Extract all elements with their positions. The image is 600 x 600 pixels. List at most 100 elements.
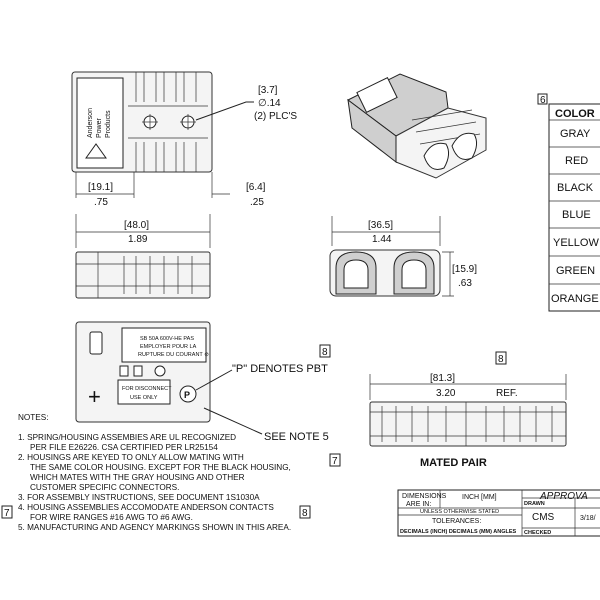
end-width-mm: [36.5]	[368, 220, 393, 231]
iso-housing-side	[347, 98, 397, 164]
color-flag-box	[537, 93, 548, 105]
brand-line-2: Power	[96, 117, 103, 138]
marking-line-1: SB 50A 600V-HE PAS	[140, 336, 194, 342]
mated-pair-title: MATED PAIR	[420, 457, 487, 469]
dimensions-label: DIMENSIONS	[402, 493, 447, 500]
note-line-3: 2. HOUSINGS ARE KEYED TO ONLY ALLOW MATI…	[18, 453, 244, 462]
tolerances-label: TOLERANCES:	[432, 518, 481, 525]
approval-label: APPROVA	[539, 491, 588, 502]
units-label: INCH [MM]	[462, 494, 497, 501]
side-view-ribs	[76, 252, 210, 298]
top-view: Anderson Power Products [3.7] ∅.14 (2) P…	[71, 71, 297, 208]
mated-length-in: 3.20	[436, 388, 456, 399]
bottom-view: SB 50A 600V-HE PAS EMPLOYER POUR LA RUPT…	[75, 321, 331, 443]
note-line-4: THE SAME COLOR HOUSING. EXCEPT FOR THE B…	[30, 463, 291, 472]
pbt-mark-circle	[179, 385, 197, 403]
plus-symbol: +	[88, 384, 101, 409]
flag-8-a: 8	[322, 347, 328, 358]
marking-panel	[121, 327, 207, 363]
unless-stated: UNLESS OTHERWISE STATED	[420, 509, 499, 515]
color-flag: 6	[540, 95, 546, 106]
mated-length-mm: [81.3]	[430, 373, 455, 384]
disconnect-line-2: USE ONLY	[130, 395, 158, 401]
drawn-date: 3/18/	[580, 515, 596, 522]
flag-7-a: 7	[332, 456, 338, 467]
title-block-grid	[398, 490, 600, 536]
length-mm: [48.0]	[124, 220, 149, 231]
length-in: 1.89	[128, 234, 148, 245]
tab-dim-line	[211, 172, 230, 198]
note-line-5: WHICH MATES WITH THE GRAY HOUSING AND OT…	[30, 473, 245, 482]
mated-ribs	[370, 402, 566, 446]
end-height-in: .63	[458, 278, 472, 289]
end-height-dim-line	[442, 251, 454, 297]
note5-leader	[203, 407, 263, 435]
iso-label	[356, 76, 398, 114]
brand-label-area	[76, 77, 124, 169]
brand-line-1: Anderson	[87, 108, 94, 138]
note-line-10: 5. MANUFACTURING AND AGENCY MARKINGS SHO…	[18, 523, 291, 532]
flag-8-a-box	[319, 344, 331, 358]
marking-dot	[154, 365, 166, 377]
note-line-8: 4. HOUSING ASSEMBLIES ACCOMODATE ANDERSO…	[18, 503, 274, 512]
color-blue: BLUE	[562, 209, 591, 221]
marking-line-2: EMPLOYER POUR LA	[140, 344, 197, 350]
width-dim-line	[75, 172, 135, 198]
mated-housing	[369, 401, 567, 447]
note-line-1: 1. SPRING/HOUSING ASSEMBIES ARE UL RECOG…	[18, 433, 236, 442]
color-table-frame	[548, 103, 600, 312]
hole-dim-bracket: [3.7]	[258, 85, 278, 96]
mated-pair-view: 8 [81.3] 3.20 REF. MATED PAIR	[369, 351, 567, 469]
color-orange: ORANGE	[551, 293, 599, 305]
top-view-ribs	[128, 72, 208, 172]
title-block: DIMENSIONS ARE IN: INCH [MM] APPROVA DRA…	[397, 489, 600, 537]
end-width-dim-line	[331, 216, 441, 246]
drawn-label: DRAWN	[524, 501, 545, 507]
hole-dim: ∅.14	[258, 98, 281, 109]
mated-dim-line	[369, 374, 567, 400]
hole-count: (2) PLC'S	[254, 111, 297, 122]
pbt-mark: P	[184, 390, 190, 400]
disconnect-panel	[117, 379, 171, 405]
iso-contact-right	[451, 132, 478, 160]
width-in: .75	[94, 197, 108, 208]
isometric-view	[347, 73, 487, 179]
color-header: COLOR	[555, 108, 595, 120]
brand-line-3: Products	[105, 110, 112, 138]
side-view: [48.0] 1.89	[75, 214, 211, 299]
tolerance-columns: DECIMALS (INCH) DECIMALS (MM) ANGLES	[400, 529, 517, 535]
note-line-7: 3. FOR ASSEMBLY INSTRUCTIONS, SEE DOCUME…	[18, 493, 260, 502]
flag-8-c-box	[299, 505, 311, 519]
drawn-by: CMS	[532, 512, 555, 523]
checked-label: CHECKED	[524, 530, 551, 536]
note-line-9: FOR WIRE RANGES #16 AWG TO #6 AWG.	[30, 513, 193, 522]
color-black: BLACK	[557, 182, 594, 194]
color-red: RED	[565, 155, 588, 167]
color-yellow: YELLOW	[553, 237, 599, 249]
notes-block: NOTES: 1. SPRING/HOUSING ASSEMBIES ARE U…	[1, 413, 341, 532]
pbt-label: "P" DENOTES PBT	[232, 363, 328, 375]
notes-heading: NOTES:	[18, 413, 48, 422]
tab-in: .25	[250, 197, 264, 208]
marking-slot-2	[133, 365, 143, 377]
flag-8-b: 8	[498, 354, 504, 365]
iso-contact-left	[423, 142, 450, 170]
end-contact-right-inner	[401, 259, 427, 289]
hole-leader	[195, 101, 254, 121]
tab-mm: [6.4]	[246, 182, 266, 193]
marking-line-3: RUPTURE DU COURANT ⊘	[138, 352, 209, 358]
color-gray: GRAY	[560, 128, 591, 140]
end-contact-left-inner	[343, 259, 369, 289]
note-line-2: PER FILE E26226. CSA CERTIFIED PER LR251…	[30, 443, 218, 452]
end-view: [36.5] 1.44 [15.9] .63	[329, 216, 477, 297]
color-green: GREEN	[556, 265, 595, 277]
side-view-housing	[75, 251, 211, 299]
width-mm: [19.1]	[88, 182, 113, 193]
flag-7-b: 7	[4, 508, 10, 519]
marking-slot-1	[119, 365, 129, 377]
pbt-leader	[195, 369, 233, 391]
brand-logo-icon	[85, 143, 107, 159]
are-in-label: ARE IN:	[406, 501, 431, 508]
end-height-mm: [15.9]	[452, 264, 477, 275]
